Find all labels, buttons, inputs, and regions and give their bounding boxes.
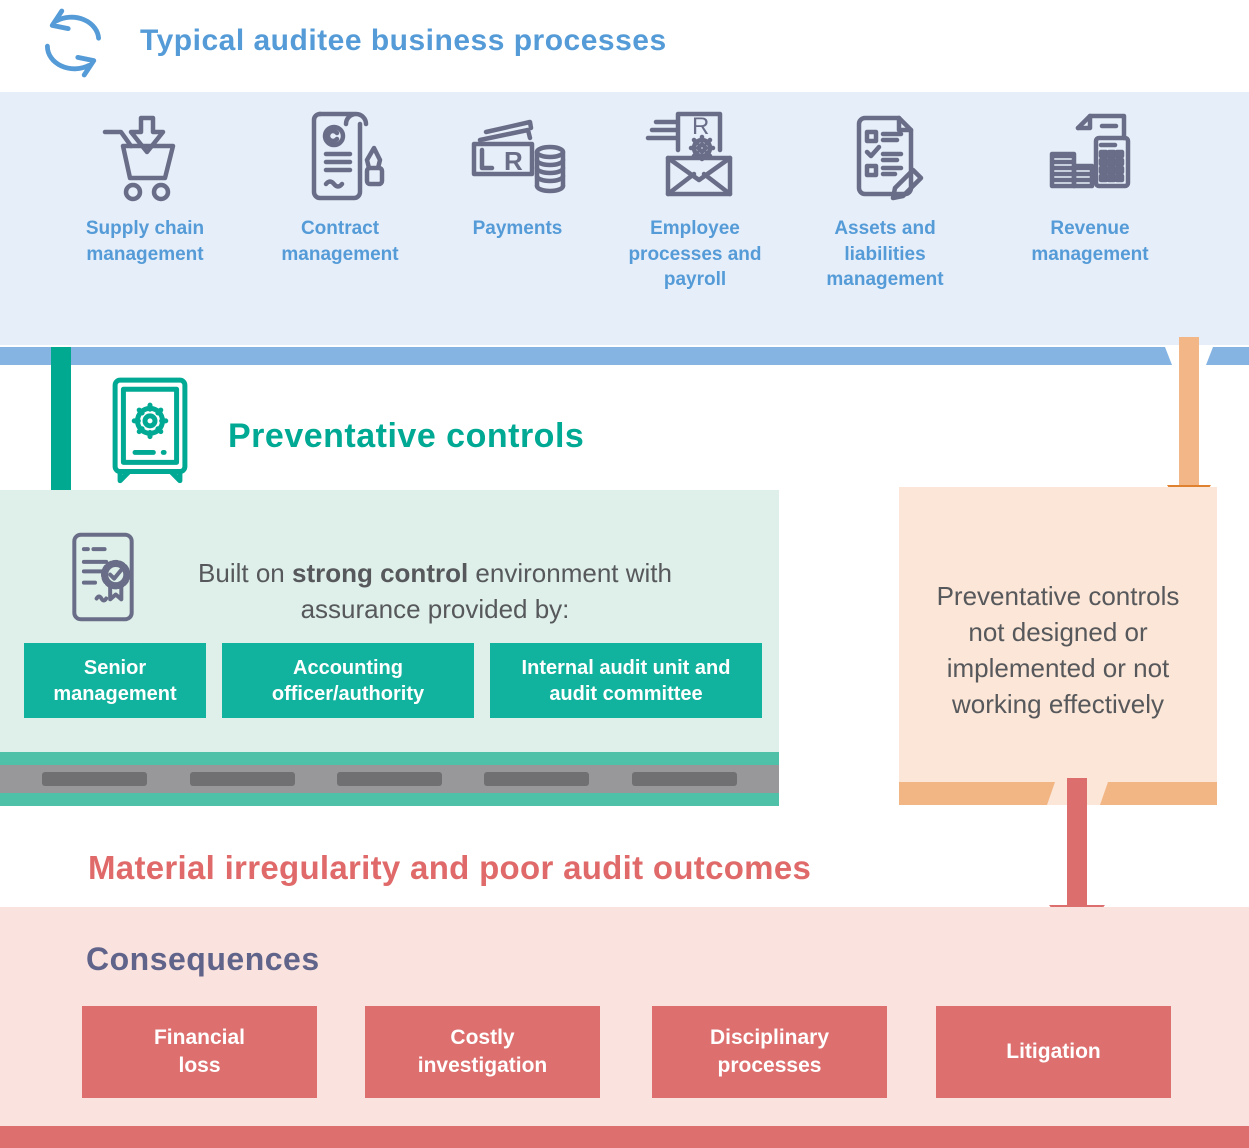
desc-prefix: Built on [198, 558, 292, 588]
road-dash [484, 772, 590, 786]
process-label: Revenue management [1031, 218, 1149, 265]
road-dash [631, 772, 737, 786]
consequence-financial-loss: Financial loss [82, 1006, 317, 1098]
blue-divider-bar [0, 347, 1172, 365]
cycle-arrows-icon [44, 8, 102, 78]
controls-failure-box: Preventative controls not designed or im… [899, 487, 1217, 805]
road-dash [336, 772, 442, 786]
checklist-pencil-icon [795, 110, 975, 202]
consequences-title: Consequences [86, 941, 320, 977]
bottom-red-bar [0, 1126, 1249, 1148]
shopping-cart-download-icon [55, 110, 235, 202]
process-label: Employee processes and payroll [628, 218, 762, 291]
process-contract: Contract management [255, 110, 425, 267]
process-label: Supply chain management [85, 218, 205, 265]
road-surface [0, 765, 779, 793]
calculator-receipt-icon [1000, 110, 1180, 202]
process-revenue: Revenue management [1000, 110, 1180, 267]
orange-down-arrow-shaft [1179, 337, 1199, 485]
process-label: Payments [472, 218, 563, 239]
road-top-stripe [0, 752, 779, 765]
red-down-arrow-shaft [1067, 778, 1087, 905]
certificate-icon [72, 532, 134, 622]
strong-control-description: Built on strong control environment with… [165, 556, 705, 628]
consequence-disciplinary-processes: Disciplinary processes [652, 1006, 887, 1098]
road-bottom-stripe [0, 793, 779, 806]
contract-pen-icon [255, 110, 425, 202]
svg-text:R: R [504, 146, 523, 176]
desc-suffix: environment with assurance provided by: [300, 558, 672, 624]
process-label: Contract management [281, 218, 399, 265]
pillar-internal-audit: Internal audit unit and audit committee [490, 643, 762, 718]
envelope-payslip-icon: R [600, 110, 790, 202]
consequence-litigation: Litigation [936, 1006, 1171, 1098]
process-assets-liabilities: Assets and liabilities management [795, 110, 975, 293]
preventative-controls-title: Preventative controls [228, 417, 585, 455]
safe-icon [112, 377, 188, 484]
process-label: Assets and liabilities management [826, 218, 944, 291]
banknotes-coins-icon: R [430, 110, 605, 202]
pillar-accounting-officer: Accounting officer/authority [222, 643, 474, 718]
process-payments: R Payments [430, 110, 605, 242]
failure-box-bottom-strip [899, 782, 1055, 805]
controls-failure-text: Preventative controls not designed or im… [936, 581, 1180, 719]
failure-box-bottom-strip [1100, 782, 1217, 805]
page-title: Typical auditee business processes [140, 24, 667, 57]
desc-bold: strong control [291, 558, 469, 588]
pillar-senior-management: Senior management [24, 643, 206, 718]
teal-down-arrow-shaft [51, 347, 71, 490]
blue-divider-bar-right [1206, 347, 1249, 365]
svg-text:R: R [692, 113, 709, 140]
process-employee-payroll: R Employee processes and payroll [600, 110, 790, 293]
road-dash [189, 772, 295, 786]
consequence-costly-investigation: Costly investigation [365, 1006, 600, 1098]
business-processes-band [0, 92, 1249, 345]
road-dash [42, 772, 148, 786]
material-irregularity-title: Material irregularity and poor audit out… [88, 849, 812, 886]
process-supply-chain: Supply chain management [55, 110, 235, 267]
